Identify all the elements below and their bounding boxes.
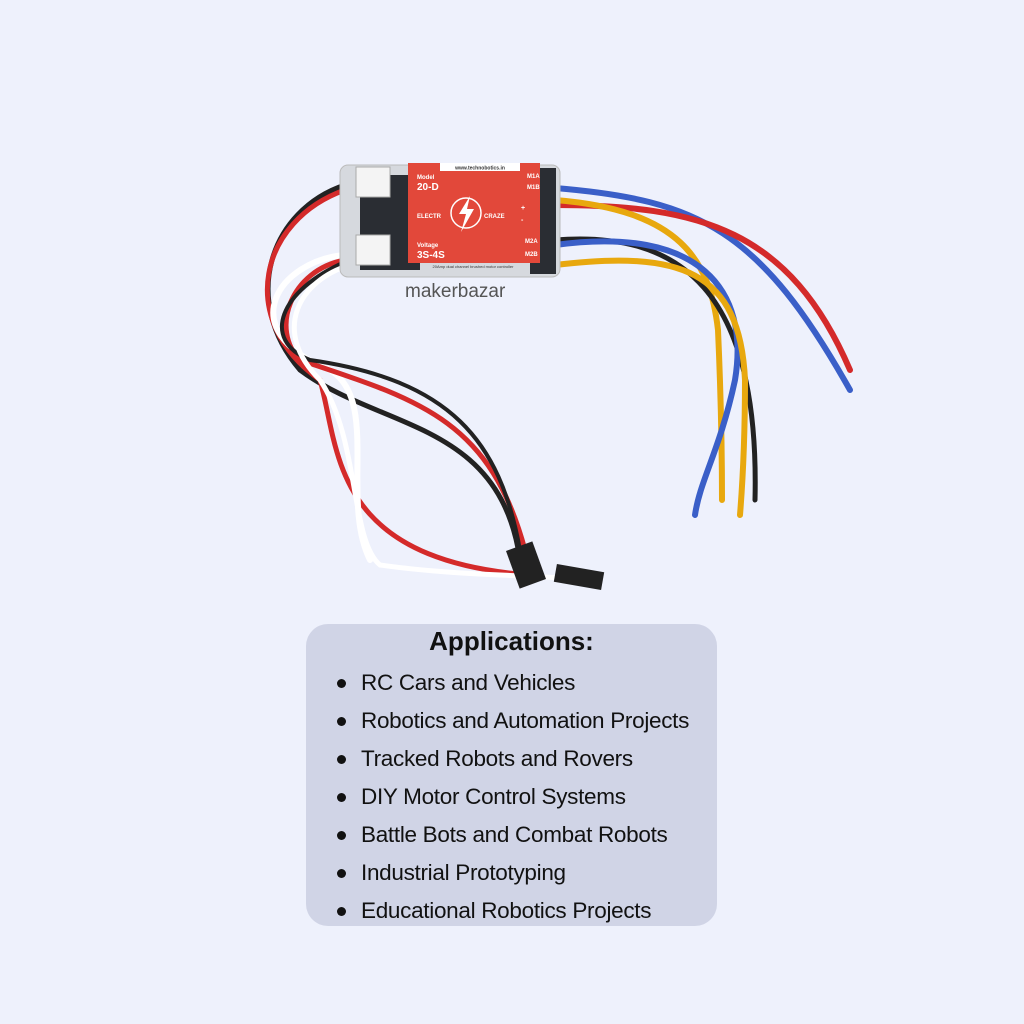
applications-panel: Applications: RC Cars and Vehicles Robot… <box>306 624 717 926</box>
list-item-label: Educational Robotics Projects <box>361 898 652 923</box>
list-item: Battle Bots and Combat Robots <box>332 820 689 858</box>
list-item-label: Industrial Prototyping <box>361 860 566 885</box>
model-value: 20-D <box>417 182 439 193</box>
list-item: Industrial Prototyping <box>332 858 689 896</box>
list-item: Robotics and Automation Projects <box>332 706 689 744</box>
brand-left: ELECTR <box>417 214 442 220</box>
list-item-label: RC Cars and Vehicles <box>361 670 576 695</box>
subtitle-text: 20Amp dual channel brushed motor control… <box>433 264 515 269</box>
motor-controller-image: www.technobotics.in Model 20-D ELECTR CR… <box>264 163 853 591</box>
connector-port <box>355 166 391 198</box>
applications-list: RC Cars and Vehicles Robotics and Automa… <box>332 668 689 934</box>
bullet-icon <box>337 755 346 764</box>
bullet-icon <box>337 907 346 916</box>
servo-connector <box>553 563 605 591</box>
model-label: Model <box>417 175 435 181</box>
bullet-icon <box>337 679 346 688</box>
list-item: DIY Motor Control Systems <box>332 782 689 820</box>
voltage-value: 3S-4S <box>417 250 445 261</box>
website-text: www.technobotics.in <box>454 166 505 172</box>
terminal-plus: + <box>521 205 525 212</box>
connector-port <box>355 234 391 266</box>
terminal-m1a: M1A <box>527 174 540 180</box>
terminal-m1b: M1B <box>527 185 540 191</box>
list-item: Tracked Robots and Rovers <box>332 744 689 782</box>
servo-connector <box>506 541 546 589</box>
bullet-icon <box>337 793 346 802</box>
list-item-label: Robotics and Automation Projects <box>361 708 690 733</box>
list-item-label: DIY Motor Control Systems <box>361 784 626 809</box>
motor-wires <box>552 185 853 518</box>
list-item-label: Battle Bots and Combat Robots <box>361 822 668 847</box>
product-label <box>408 163 540 263</box>
bullet-icon <box>337 869 346 878</box>
terminal-m2b: M2B <box>525 252 538 258</box>
bullet-icon <box>337 831 346 840</box>
terminal-minus: - <box>521 217 524 224</box>
lightning-logo-icon <box>450 196 482 232</box>
applications-title: Applications: <box>429 626 594 656</box>
terminal-m2a: M2A <box>525 239 538 245</box>
bullet-icon <box>337 717 346 726</box>
watermark: makerbazar <box>405 281 506 302</box>
voltage-label: Voltage <box>417 243 439 249</box>
brand-right: CRAZE <box>484 214 505 220</box>
list-item-label: Tracked Robots and Rovers <box>361 746 633 771</box>
list-item: Educational Robotics Projects <box>332 896 689 934</box>
signal-wires <box>264 182 563 581</box>
list-item: RC Cars and Vehicles <box>332 668 689 706</box>
